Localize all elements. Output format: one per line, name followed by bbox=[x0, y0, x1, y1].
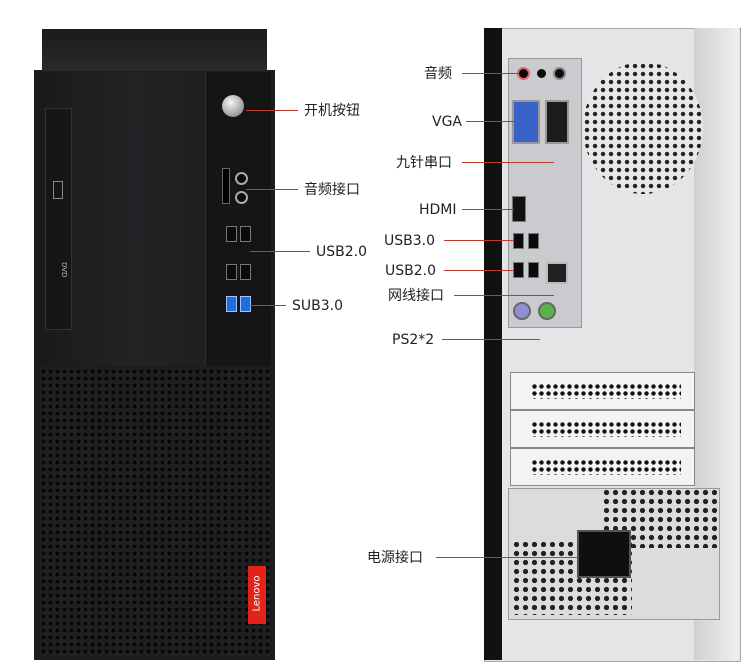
callout-line-ps2 bbox=[442, 339, 540, 340]
front-usb3-port bbox=[240, 296, 251, 312]
rear-audio-jack-icon bbox=[535, 67, 548, 80]
label-hdmi: HDMI bbox=[419, 202, 457, 218]
ac-power-inlet bbox=[577, 530, 631, 578]
callout-line-rear-usb3 bbox=[444, 240, 514, 241]
rear-usb3-port bbox=[513, 233, 524, 249]
callout-line-power bbox=[246, 110, 298, 111]
callout-line-hdmi bbox=[462, 209, 514, 210]
rear-fan-grille bbox=[583, 62, 703, 194]
front-usb-port bbox=[240, 226, 251, 242]
rear-usb2-port bbox=[513, 262, 524, 278]
callout-line-serial bbox=[462, 162, 554, 163]
front-io-panel bbox=[205, 72, 271, 366]
label-rear-audio: 音频 bbox=[424, 66, 452, 82]
front-usb-port bbox=[226, 226, 237, 242]
ethernet-port bbox=[546, 262, 568, 284]
label-power-button: 开机按钮 bbox=[304, 103, 360, 119]
front-usb3-port bbox=[226, 296, 237, 312]
label-rear-usb2: USB2.0 bbox=[385, 263, 437, 279]
ps2-keyboard-port bbox=[513, 302, 531, 320]
headphone-jack-icon bbox=[235, 172, 248, 185]
callout-line-vga bbox=[466, 121, 514, 122]
label-front-usb3: SUB3.0 bbox=[292, 298, 344, 314]
dvd-logo-icon: DVD bbox=[60, 262, 68, 278]
label-audio-port: 音频接口 bbox=[304, 182, 360, 198]
lenovo-logo: Lenovo bbox=[248, 566, 266, 624]
label-ps2: PS2*2 bbox=[392, 332, 435, 348]
rear-tower-left-edge bbox=[484, 28, 502, 660]
expansion-slot-cover bbox=[510, 448, 695, 486]
expansion-slot-cover bbox=[510, 372, 695, 410]
callout-line-rear-usb2 bbox=[444, 270, 514, 271]
callout-line-power-inlet bbox=[436, 557, 578, 558]
front-usb-port bbox=[226, 264, 237, 280]
rear-audio-jack-icon bbox=[517, 67, 530, 80]
front-mesh-grille bbox=[40, 368, 270, 656]
front-tower-top-panel bbox=[42, 29, 267, 71]
vga-port bbox=[512, 100, 540, 144]
dvd-eject-button bbox=[53, 181, 63, 199]
callout-line-audio bbox=[246, 189, 298, 190]
callout-line-rear-audio bbox=[462, 73, 518, 74]
rear-io-shield bbox=[508, 58, 582, 328]
ps2-mouse-port bbox=[538, 302, 556, 320]
label-front-usb2: USB2.0 bbox=[316, 244, 368, 260]
label-power-inlet: 电源接口 bbox=[367, 550, 423, 566]
label-serial-port: 九针串口 bbox=[396, 155, 452, 171]
card-reader-slot bbox=[222, 168, 230, 204]
label-ethernet: 网线接口 bbox=[388, 288, 444, 304]
callout-line-usb3 bbox=[250, 305, 286, 306]
dvd-drive: DVD bbox=[45, 108, 72, 330]
label-vga: VGA bbox=[432, 114, 463, 130]
serial-port bbox=[545, 100, 569, 144]
label-rear-usb3: USB3.0 bbox=[384, 233, 436, 249]
rear-usb2-port bbox=[528, 262, 539, 278]
hdmi-port bbox=[512, 196, 526, 222]
power-button bbox=[222, 95, 244, 117]
microphone-jack-icon bbox=[235, 191, 248, 204]
callout-line-ethernet bbox=[454, 295, 554, 296]
callout-line-usb2 bbox=[250, 251, 310, 252]
lenovo-logo-text: Lenovo bbox=[251, 575, 263, 612]
rear-audio-jack-icon bbox=[553, 67, 566, 80]
rear-usb3-port bbox=[528, 233, 539, 249]
expansion-slot-cover bbox=[510, 410, 695, 448]
front-usb-port bbox=[240, 264, 251, 280]
